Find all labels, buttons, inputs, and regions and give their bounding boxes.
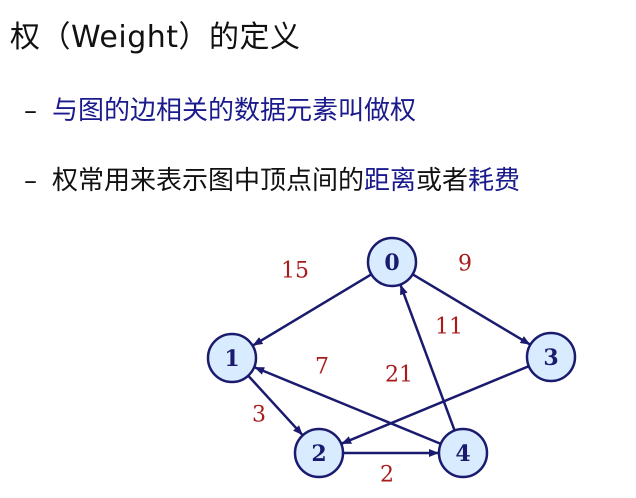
node-label: 4 bbox=[455, 441, 470, 467]
edge-weight-0-3: 9 bbox=[458, 252, 472, 277]
node-circle bbox=[293, 427, 345, 479]
edge-weight-4-1: 7 bbox=[315, 355, 329, 380]
edge-4-to-1 bbox=[254, 366, 442, 446]
bullet-text: 与图的边相关的数据元素叫做权 bbox=[52, 96, 417, 126]
graph-node-3: 3 bbox=[525, 331, 577, 383]
node-label: 0 bbox=[384, 250, 399, 276]
edge-weight-4-0: 11 bbox=[435, 315, 463, 340]
node-label: 2 bbox=[311, 441, 326, 467]
edge-weight-3-2: 21 bbox=[385, 363, 413, 388]
edge-0-to-1 bbox=[252, 273, 373, 347]
bullet-dash: – bbox=[24, 166, 37, 196]
node-circle bbox=[525, 331, 577, 383]
edge-1-to-2 bbox=[247, 374, 304, 436]
graph-node-1: 1 bbox=[206, 332, 258, 384]
graph-node-0: 0 bbox=[366, 236, 418, 288]
graph-node-2: 2 bbox=[293, 427, 345, 479]
node-label: 3 bbox=[543, 345, 558, 371]
node-circle bbox=[366, 236, 418, 288]
edge-weight-0-1: 15 bbox=[281, 259, 309, 284]
edge-0-to-3 bbox=[411, 273, 531, 346]
edge-weight-1-2: 3 bbox=[252, 403, 266, 428]
edge-3-to-2 bbox=[341, 365, 530, 445]
bullet-weight-definition: –与图的边相关的数据元素叫做权 bbox=[24, 90, 416, 127]
bullet-weight-usage: –权常用来表示图中顶点间的距离或者耗费 bbox=[24, 160, 520, 197]
node-circle bbox=[437, 427, 489, 479]
highlight-distance: 距离 bbox=[364, 166, 417, 196]
slide-title: 权（Weight）的定义 bbox=[10, 20, 301, 55]
node-circle bbox=[206, 332, 258, 384]
graph-node-4: 4 bbox=[437, 427, 489, 479]
bullet-text-or: 或者 bbox=[416, 166, 469, 196]
highlight-cost: 耗费 bbox=[468, 166, 521, 196]
node-label: 1 bbox=[224, 346, 239, 372]
bullet-text: 权常用来表示图中顶点间的 bbox=[52, 166, 365, 196]
bullet-dash: – bbox=[24, 96, 37, 126]
edge-weight-2-4: 2 bbox=[380, 463, 394, 488]
edge-4-to-0 bbox=[399, 284, 456, 431]
